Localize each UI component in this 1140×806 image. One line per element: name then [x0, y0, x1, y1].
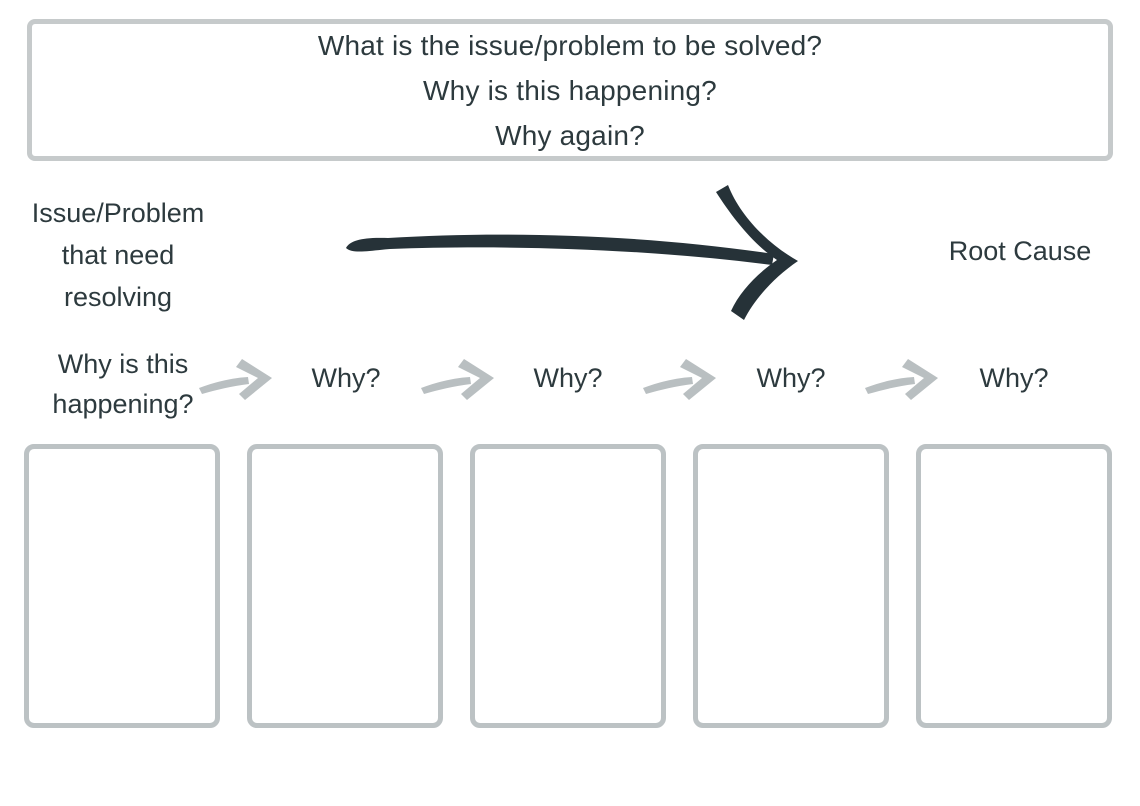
sketch-arrow-right-icon [199, 359, 272, 400]
sketch-arrow-right-icon [643, 359, 716, 400]
answer-box-5[interactable] [916, 444, 1112, 728]
why-start-line-1: Why is this [57, 349, 189, 379]
sketch-arrow-right-icon [865, 359, 938, 400]
answer-box-4[interactable] [693, 444, 889, 728]
brush-arrow-right-icon [346, 185, 798, 320]
question-line-2: Why is this happening? [423, 74, 717, 106]
issue-label-line-3: resolving [63, 282, 173, 312]
issue-problem-label: Issue/Problem that need resolving [18, 192, 218, 318]
why-label-3: Why? [756, 363, 826, 393]
answer-box-3[interactable] [470, 444, 666, 728]
answer-box-1[interactable] [24, 444, 220, 728]
why-label-1: Why? [311, 363, 381, 393]
root-cause-label: Root Cause [948, 236, 1092, 266]
why-label-2: Why? [533, 363, 603, 393]
problem-question-box: What is the issue/problem to be solved? … [27, 19, 1113, 161]
why-start-label: Why is this happening? [23, 344, 223, 424]
question-line-3: Why again? [495, 119, 645, 151]
sketch-arrow-right-icon [421, 359, 494, 400]
why-start-line-2: happening? [52, 389, 194, 419]
answer-box-2[interactable] [247, 444, 443, 728]
question-line-1: What is the issue/problem to be solved? [317, 29, 823, 61]
why-label-4: Why? [979, 363, 1049, 393]
issue-label-line-1: Issue/Problem [31, 198, 205, 228]
issue-label-line-2: that need [61, 240, 175, 270]
